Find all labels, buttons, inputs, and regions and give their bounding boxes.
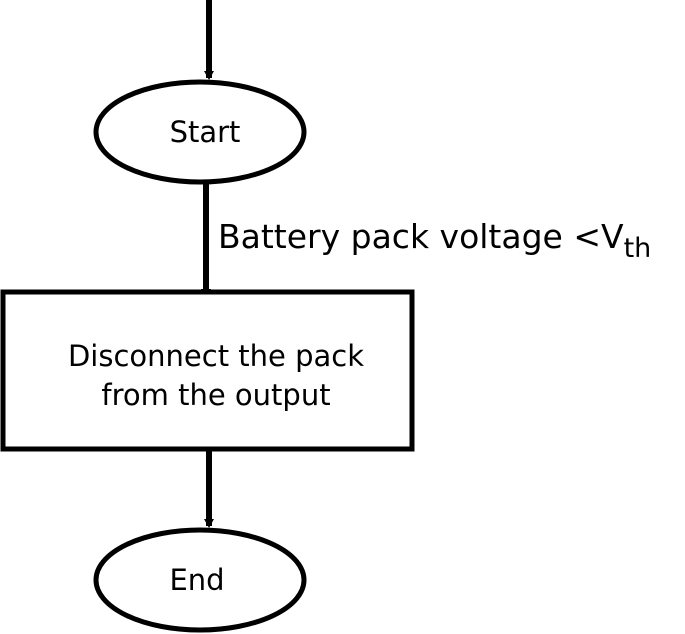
end-node: End	[93, 527, 307, 633]
condition-subscript: th	[624, 233, 652, 264]
condition-label: Battery pack voltage <Vth	[218, 217, 651, 264]
process-node-shape	[0, 289, 415, 452]
process-node-label-line2: from the output	[101, 378, 330, 412]
end-node-shape	[93, 527, 307, 633]
process-node-label-line1: Disconnect the pack	[68, 339, 364, 373]
condition-text: Battery pack voltage <V	[218, 217, 624, 256]
end-node-label: End	[169, 563, 224, 597]
process-node: Disconnect the pack from the output	[0, 289, 415, 452]
start-node-shape	[93, 79, 307, 185]
start-node-label: Start	[170, 115, 241, 149]
start-node: Start	[93, 79, 307, 185]
